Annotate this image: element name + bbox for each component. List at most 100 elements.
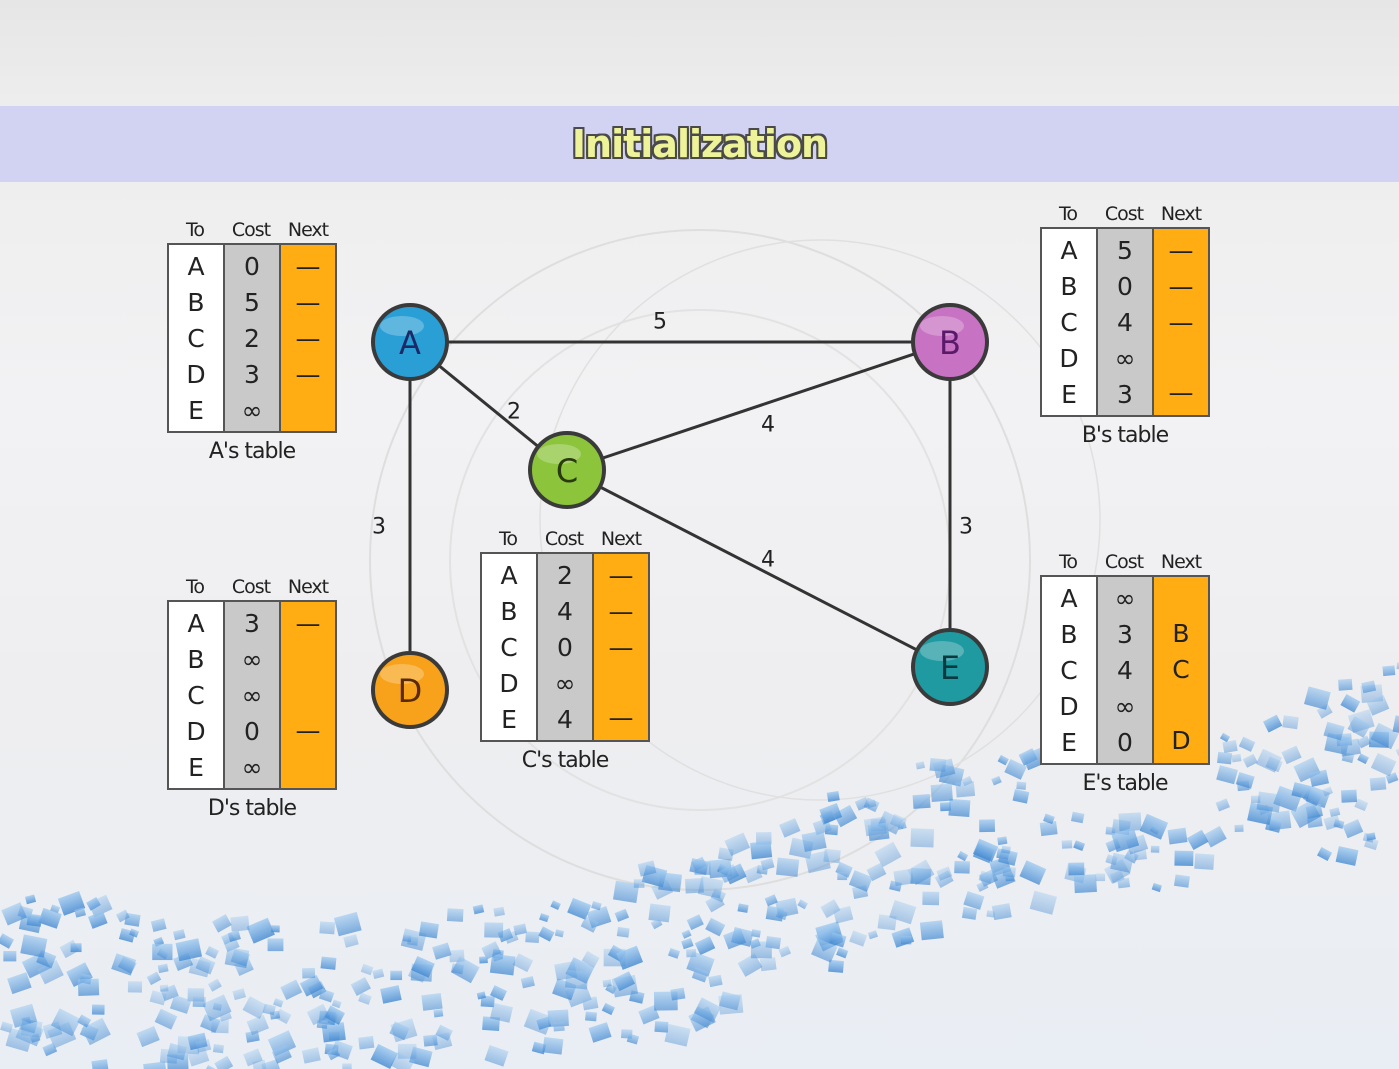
decorative-cube [833, 804, 858, 828]
decorative-cube [389, 1021, 410, 1041]
decorative-cube [1118, 812, 1142, 832]
decorative-cube [1382, 665, 1396, 677]
decorative-cube [1, 902, 27, 926]
decorative-cube [1234, 824, 1244, 832]
decorative-cube [718, 993, 744, 1015]
decorative-cube [1068, 862, 1085, 876]
decorative-cube [848, 870, 873, 892]
decorative-cube [523, 1008, 553, 1035]
decorative-cube [1335, 846, 1359, 866]
to-cell: B [187, 645, 205, 674]
decorative-cube [380, 985, 402, 1004]
decorative-cube [955, 781, 976, 798]
decorative-cube [446, 908, 464, 922]
decorative-cube [759, 957, 777, 972]
decorative-cube [961, 906, 978, 920]
decorative-cube [1070, 811, 1085, 824]
title-banner: Initialization [0, 106, 1399, 182]
decorative-cube [214, 1055, 234, 1069]
decorative-cube [205, 945, 220, 959]
cost-cell: ∞ [241, 645, 263, 674]
decorative-cube [779, 818, 801, 838]
decorative-cube [867, 930, 878, 940]
decorative-cube [849, 930, 868, 947]
to-cell: D [499, 669, 519, 698]
decorative-cube [693, 997, 722, 1023]
to-cell: B [1060, 620, 1078, 649]
node-highlight [537, 444, 581, 464]
decorative-cube [321, 1022, 346, 1043]
decorative-cube [1194, 853, 1215, 870]
node-b: B [911, 303, 989, 381]
decorative-cube [1222, 740, 1238, 754]
decorative-cube [232, 988, 246, 1001]
decorative-cube [1039, 821, 1058, 837]
decorative-cube [472, 904, 485, 915]
to-cell: C [187, 324, 205, 353]
decorative-cube [411, 956, 435, 978]
decorative-cube [1110, 852, 1134, 873]
decorative-cube [667, 947, 681, 959]
decorative-cube [1238, 736, 1256, 752]
decorative-cube [718, 864, 740, 884]
decorative-cube [681, 938, 694, 950]
decorative-cube [893, 868, 915, 887]
decorative-cube [156, 947, 170, 960]
decorative-cube [804, 850, 831, 874]
decorative-cube [1302, 787, 1323, 807]
decorative-cube [1173, 874, 1190, 888]
to-cell: D [1059, 692, 1079, 721]
edge-weight-a-d: 3 [372, 515, 386, 540]
decorative-cube [489, 1002, 513, 1023]
decorative-cube [637, 860, 657, 877]
decorative-cube [5, 1027, 33, 1052]
decorative-cube [204, 1064, 217, 1069]
decorative-cube [1095, 873, 1106, 882]
decorative-cube [979, 819, 995, 833]
decorative-cube [342, 1063, 352, 1069]
decorative-cube [912, 794, 931, 809]
header-next: Next [287, 576, 329, 598]
decorative-cube [957, 850, 969, 862]
to-cell: E [1061, 380, 1077, 409]
node-e: E [911, 628, 989, 706]
cost-cell: 3 [244, 609, 260, 638]
decorative-cube [737, 903, 749, 913]
next-cell: — [608, 633, 634, 662]
decorative-cube [224, 946, 250, 969]
decorative-cube [3, 951, 17, 962]
decorative-cube [602, 979, 612, 988]
decorative-cube [650, 918, 663, 930]
decorative-cube [686, 951, 715, 977]
decorative-cube [482, 1016, 500, 1032]
decorative-cube [1370, 752, 1397, 777]
header-to: To [1058, 203, 1078, 225]
decorative-cube [580, 916, 599, 933]
decorative-cube [626, 1033, 640, 1045]
decorative-cube [489, 953, 516, 976]
header-next: Next [287, 219, 329, 241]
to-cell: A [187, 609, 205, 638]
next-cell: — [1168, 272, 1194, 301]
decorative-cube [1150, 845, 1160, 853]
header-to: To [1058, 551, 1078, 573]
decorative-cube [1002, 866, 1016, 878]
header-cost: Cost [544, 528, 584, 550]
cost-cell: ∞ [1114, 692, 1136, 721]
decorative-cube [513, 923, 528, 936]
decorative-cube [172, 929, 186, 941]
decorative-cube [1001, 845, 1011, 854]
decorative-cube [1216, 765, 1238, 785]
decorative-cube [7, 972, 32, 995]
next-cell [1154, 688, 1208, 723]
decorative-cube [186, 1046, 210, 1067]
decorative-cube [585, 1011, 597, 1022]
decorative-cube [694, 861, 711, 875]
decorative-cube [750, 941, 772, 959]
decorative-cube [1361, 680, 1377, 694]
